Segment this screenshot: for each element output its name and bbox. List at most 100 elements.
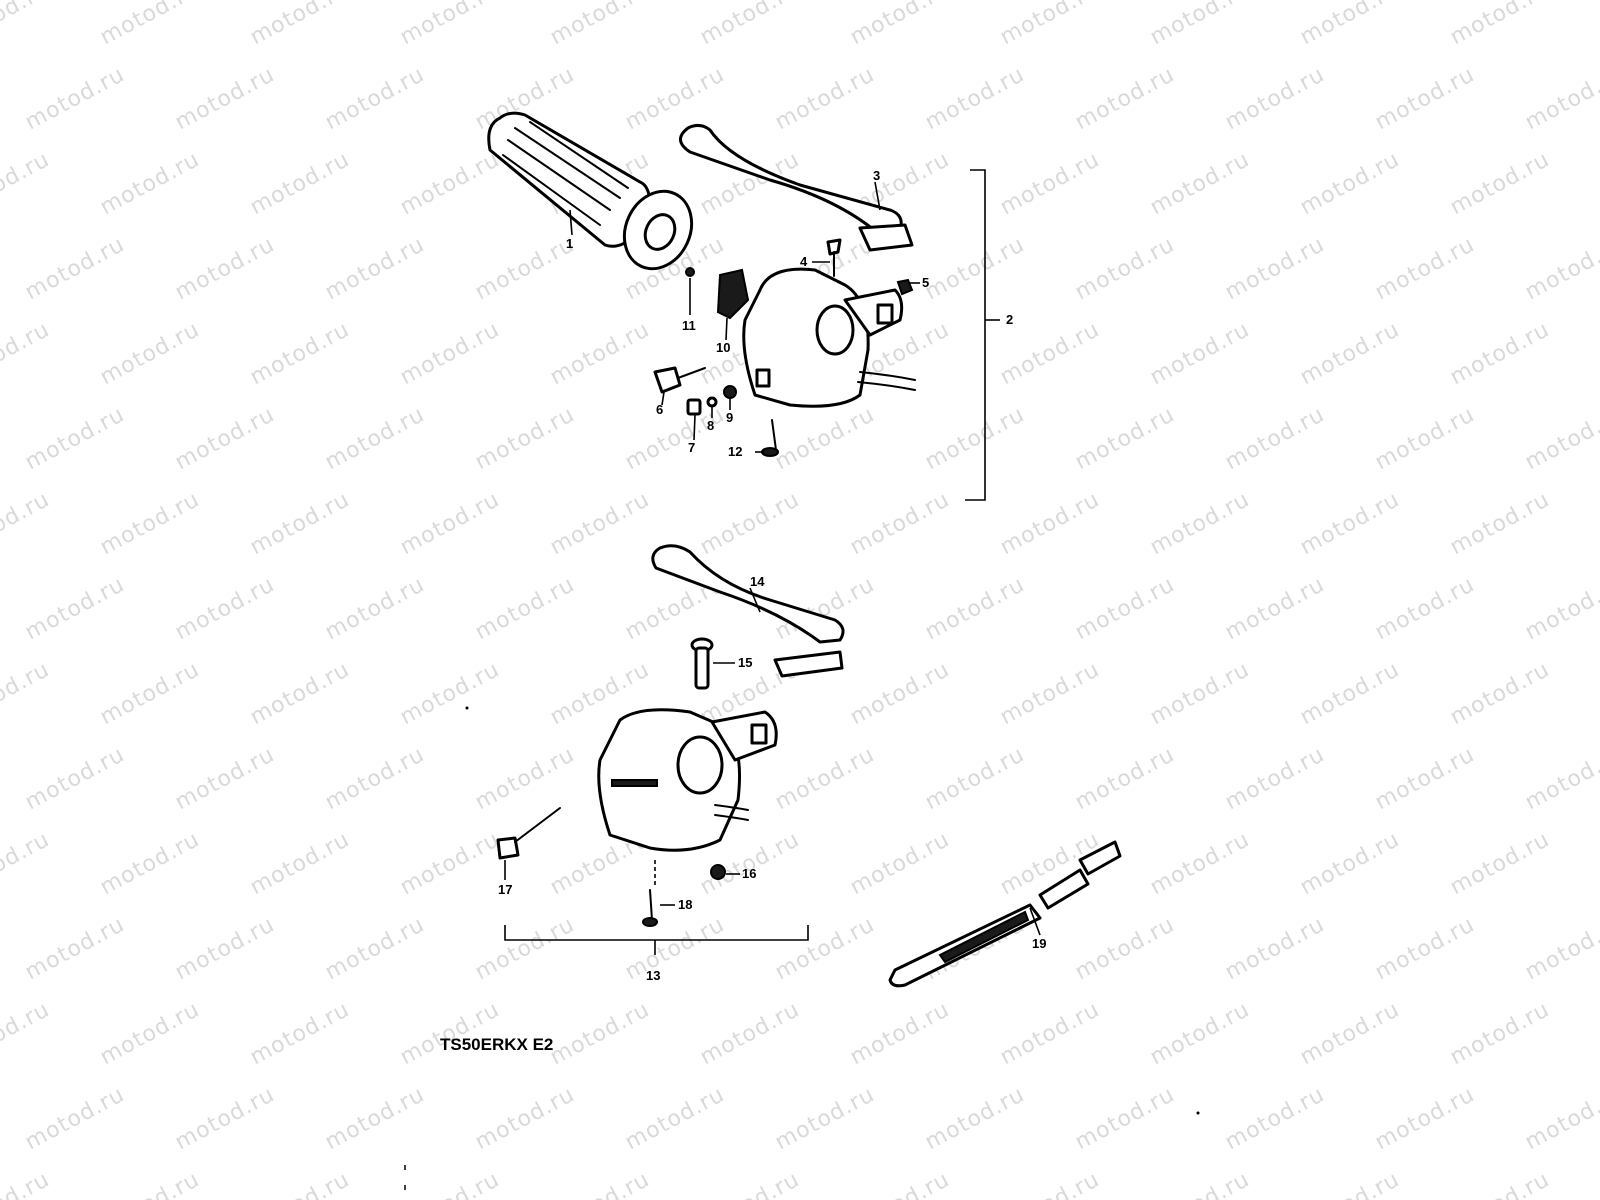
watermark-text: motod.ru bbox=[1371, 742, 1479, 815]
watermark-text: motod.ru bbox=[246, 657, 354, 730]
watermark-text: motod.ru bbox=[1446, 0, 1554, 50]
watermark-text: motod.ru bbox=[696, 0, 804, 50]
watermark-text: motod.ru bbox=[1446, 657, 1554, 730]
callout-13: 13 bbox=[646, 968, 660, 983]
watermark-text: motod.ru bbox=[921, 742, 1029, 815]
watermark-text: motod.ru bbox=[1371, 1082, 1479, 1155]
watermark-text: motod.ru bbox=[1071, 912, 1179, 985]
watermark-text: motod.ru bbox=[846, 0, 954, 50]
watermark-text: motod.ru bbox=[1446, 147, 1554, 220]
callout-14: 14 bbox=[750, 574, 765, 589]
watermark-text: motod.ru bbox=[1071, 1082, 1179, 1155]
watermark-text: motod.ru bbox=[246, 317, 354, 390]
watermark-text: motod.ru bbox=[1221, 62, 1329, 135]
watermark-text: motod.ru bbox=[96, 147, 204, 220]
watermark-text: motod.ru bbox=[1596, 0, 1600, 50]
watermark-text: motod.ru bbox=[21, 572, 129, 645]
watermark-text: motod.ru bbox=[1521, 62, 1600, 135]
callout-8: 8 bbox=[707, 418, 714, 433]
watermark-text: motod.ru bbox=[1071, 572, 1179, 645]
small-hardware-upper bbox=[653, 238, 914, 457]
watermark-text: motod.ru bbox=[321, 742, 429, 815]
watermark-text: motod.ru bbox=[996, 657, 1104, 730]
watermark-text: motod.ru bbox=[1071, 232, 1179, 305]
watermark-text: motod.ru bbox=[1146, 657, 1254, 730]
watermark-text: motod.ru bbox=[1596, 827, 1600, 900]
watermark-text: motod.ru bbox=[246, 147, 354, 220]
watermark-text: motod.ru bbox=[0, 147, 54, 220]
watermark-text: motod.ru bbox=[1521, 402, 1600, 475]
watermark-text: motod.ru bbox=[1296, 1167, 1404, 1200]
watermark-text: motod.ru bbox=[1221, 1082, 1329, 1155]
watermark-text: motod.ru bbox=[1221, 742, 1329, 815]
watermark-text: motod.ru bbox=[1446, 1167, 1554, 1200]
callout-5: 5 bbox=[922, 275, 929, 290]
watermark-text: motod.ru bbox=[171, 402, 279, 475]
leader-lines bbox=[504, 181, 1041, 936]
watermark-text: motod.ru bbox=[96, 1167, 204, 1200]
watermark-text: motod.ru bbox=[1446, 827, 1554, 900]
watermark-text: motod.ru bbox=[96, 657, 204, 730]
watermark-text: motod.ru bbox=[1146, 1167, 1254, 1200]
switch-housing-upper bbox=[742, 267, 916, 408]
watermark-text: motod.ru bbox=[546, 1167, 654, 1200]
watermark-text: motod.ru bbox=[996, 0, 1104, 50]
watermark-text: motod.ru bbox=[996, 1167, 1104, 1200]
watermark-text: motod.ru bbox=[0, 997, 54, 1070]
callout-6: 6 bbox=[656, 402, 663, 417]
callout-17: 17 bbox=[498, 882, 512, 897]
watermark-text: motod.ru bbox=[1221, 912, 1329, 985]
watermark-text: motod.ru bbox=[1296, 0, 1404, 50]
watermark-text: motod.ru bbox=[0, 1167, 54, 1200]
watermark-text: motod.ru bbox=[846, 1167, 954, 1200]
watermark-text: motod.ru bbox=[1371, 232, 1479, 305]
callout-4: 4 bbox=[800, 254, 808, 269]
watermark-text: motod.ru bbox=[96, 487, 204, 560]
callout-10: 10 bbox=[716, 340, 730, 355]
callout-9: 9 bbox=[726, 410, 733, 425]
watermark-text: motod.ru bbox=[771, 402, 879, 475]
watermark-text: motod.ru bbox=[771, 742, 879, 815]
watermark-text: motod.ru bbox=[621, 62, 729, 135]
watermark-text: motod.ru bbox=[996, 317, 1104, 390]
watermark-text: motod.ru bbox=[471, 572, 579, 645]
callout-12: 12 bbox=[728, 444, 742, 459]
watermark-text: motod.ru bbox=[1146, 147, 1254, 220]
watermark-text: motod.ru bbox=[1371, 402, 1479, 475]
watermark-text: motod.ru bbox=[771, 1082, 879, 1155]
watermark-text: motod.ru bbox=[0, 657, 54, 730]
cable-tie-19 bbox=[888, 840, 1122, 988]
watermark-text: motod.ru bbox=[21, 742, 129, 815]
watermark-text: motod.ru bbox=[1596, 487, 1600, 560]
watermark-text: motod.ru bbox=[1071, 62, 1179, 135]
watermark-text: motod.ru bbox=[0, 317, 54, 390]
watermark-text: motod.ru bbox=[696, 1167, 804, 1200]
watermark-text: motod.ru bbox=[321, 402, 429, 475]
watermark-text: motod.ru bbox=[1596, 1167, 1600, 1200]
watermark-text: motod.ru bbox=[471, 912, 579, 985]
watermark-text: motod.ru bbox=[1596, 317, 1600, 390]
watermark-text: motod.ru bbox=[1296, 487, 1404, 560]
watermark-text: motod.ru bbox=[246, 1167, 354, 1200]
watermark-text: motod.ru bbox=[321, 912, 429, 985]
watermark-text: motod.ru bbox=[921, 402, 1029, 475]
watermark-text: motod.ru bbox=[1521, 742, 1600, 815]
watermark-text: motod.ru bbox=[546, 0, 654, 50]
switch-knob-10 bbox=[716, 268, 750, 320]
watermark-text: motod.ru bbox=[96, 0, 204, 50]
watermark-text: motod.ru bbox=[21, 1082, 129, 1155]
watermark-text: motod.ru bbox=[96, 317, 204, 390]
brake-lever bbox=[651, 544, 845, 678]
watermark-text: motod.ru bbox=[171, 912, 279, 985]
callout-19: 19 bbox=[1032, 936, 1046, 951]
watermark-text: motod.ru bbox=[1296, 997, 1404, 1070]
watermark-text: motod.ru bbox=[996, 147, 1104, 220]
watermark-text: motod.ru bbox=[1146, 0, 1254, 50]
watermark-text: motod.ru bbox=[396, 1167, 504, 1200]
watermark-text: motod.ru bbox=[1071, 742, 1179, 815]
watermark-text: motod.ru bbox=[1296, 317, 1404, 390]
watermark-text: motod.ru bbox=[471, 1082, 579, 1155]
watermark-text: motod.ru bbox=[1521, 912, 1600, 985]
watermark-text: motod.ru bbox=[771, 912, 879, 985]
